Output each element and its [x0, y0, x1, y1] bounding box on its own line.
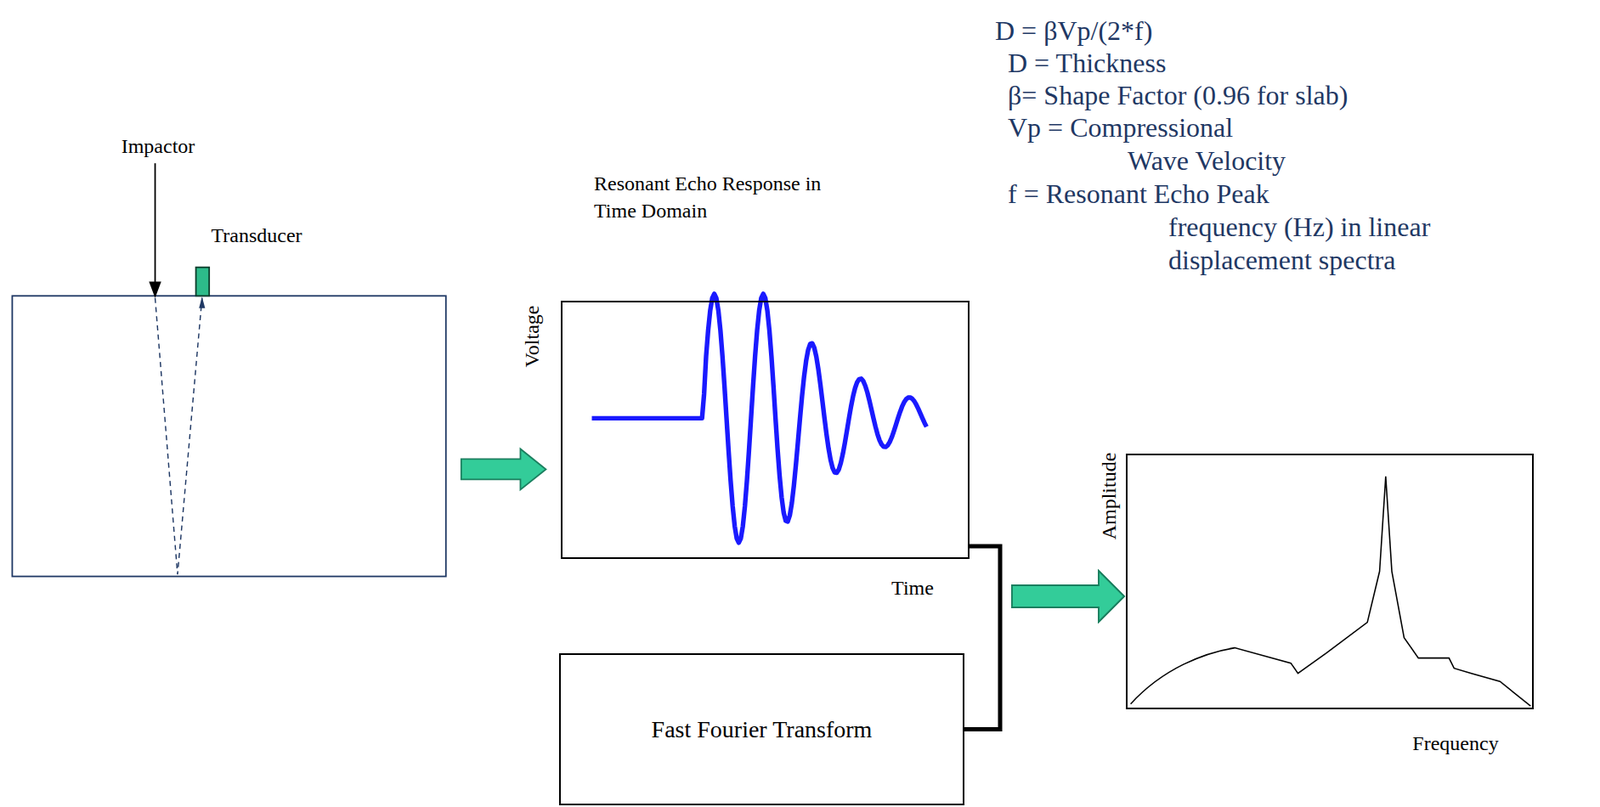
box-text: Fast Fourier Transform — [651, 716, 873, 744]
axis-label: Time — [891, 576, 934, 600]
arrow-head — [1012, 571, 1125, 622]
part-label: Transducer — [210, 224, 302, 248]
flow-connector — [964, 571, 1125, 730]
bracket-line — [969, 546, 1001, 597]
flow-connector — [969, 546, 1125, 622]
wave-path — [155, 298, 203, 575]
bracket-line — [964, 596, 1001, 730]
impactor-head — [148, 281, 161, 298]
axis-label: Frequency — [1412, 732, 1499, 756]
plot-box: Resonant Echo Response in Time DomainVol… — [560, 300, 970, 560]
formula-note: Vp = Compressional Wave Velocity — [1007, 111, 1383, 178]
plot-title: Resonant Echo Response in Time Domain — [593, 169, 828, 225]
arrow-head — [1012, 571, 1125, 622]
process-box: Fast Fourier Transform — [559, 653, 965, 806]
part-label: Impactor — [121, 135, 196, 159]
formula-text: Vp = Compressional Wave Velocity — [1007, 112, 1286, 176]
flow-arrow — [461, 448, 547, 490]
impactor-arrow — [154, 163, 157, 284]
formula-note: D = Thickness — [1007, 46, 1166, 80]
formula-note: β= Shape Factor (0.96 for slab) — [1007, 79, 1348, 113]
formula: D = βVp/(2*f) — [995, 14, 1153, 48]
axis-label: Amplitude — [1097, 452, 1121, 541]
time-waveform — [592, 293, 928, 543]
formula-note: f = Resonant Echo Peak frequency (Hz) in… — [1007, 177, 1577, 278]
transducer — [196, 267, 210, 297]
spectrum-curve — [1130, 476, 1532, 707]
wave-head — [198, 297, 205, 309]
axis-label: Voltage — [520, 305, 544, 368]
plot-box: AmplitudeFrequency — [1125, 453, 1534, 710]
formula-text: f = Resonant Echo Peak frequency (Hz) in… — [1007, 178, 1431, 276]
concrete-slab — [11, 295, 446, 577]
